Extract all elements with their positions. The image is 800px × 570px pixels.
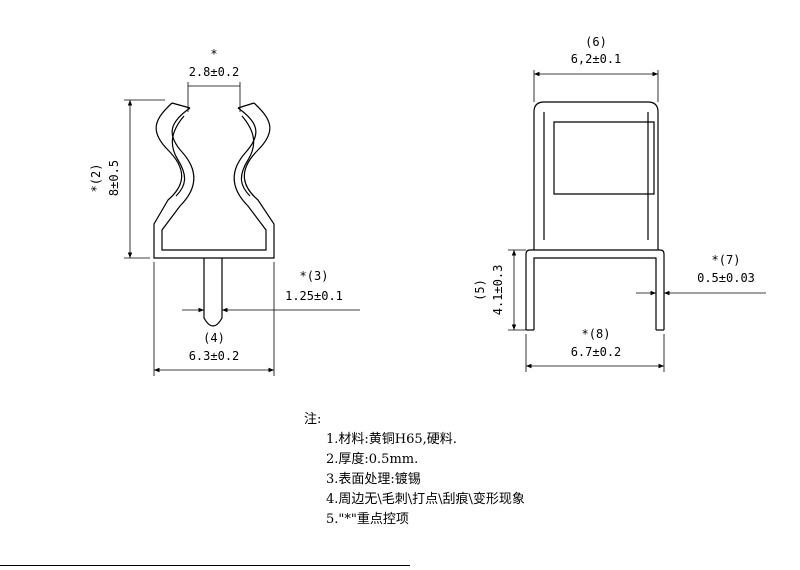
right-dim-bottom-label: *(8)	[582, 327, 611, 341]
clip-outer-outline	[153, 102, 275, 259]
left-dim-height	[124, 99, 165, 259]
left-dim-bottom-value: 6.3±0.2	[189, 349, 240, 363]
note-thickness: 2.厚度:0.5mm.	[326, 452, 419, 467]
note-material: 1.材料:黄铜H65,硬料.	[326, 432, 457, 447]
side-body-outer	[533, 101, 659, 250]
clip-pin	[203, 258, 223, 327]
right-dim-height	[508, 249, 526, 331]
left-dim-top-mark: *	[210, 47, 217, 61]
notes-title: 注:	[304, 412, 322, 427]
side-legs-outer	[525, 249, 665, 330]
note-key-items: 5."*"重点控项	[326, 512, 409, 527]
right-dim-top-value: 6,2±0.1	[571, 52, 622, 66]
right-view	[525, 101, 665, 331]
right-dim-top-label: (6)	[585, 35, 607, 49]
left-dim-pin-value: 1.25±0.1	[285, 289, 343, 303]
left-view	[153, 102, 275, 327]
right-dim-bottom-value: 6.7±0.2	[571, 345, 622, 359]
right-dim-height-value: 4.1±0.3	[491, 265, 505, 316]
note-surface-treatment: 3.表面处理:镀锡	[326, 472, 421, 487]
bottom-rule	[0, 565, 410, 566]
left-dim-height-value: 8±0.5	[107, 160, 121, 196]
side-legs-inner	[533, 257, 657, 330]
note-defects: 4.周边无\毛刺\打点\刮痕\变形现象	[326, 492, 525, 507]
right-dim-height-label: (5)	[473, 279, 487, 301]
left-dim-top-value: 2.8±0.2	[189, 65, 240, 79]
clip-inner-outline	[161, 107, 267, 251]
left-dim-top	[187, 82, 241, 112]
left-dim-bottom	[153, 262, 275, 376]
side-body-window	[553, 121, 655, 195]
notes-block: 注: 1.材料:黄铜H65,硬料. 2.厚度:0.5mm. 3.表面处理:镀锡 …	[298, 410, 525, 530]
left-dim-height-label: *(2)	[89, 164, 103, 193]
clip-left-strand	[171, 115, 186, 197]
right-dim-top	[533, 70, 659, 102]
right-dim-thickness-value: 0.5±0.03	[697, 271, 755, 285]
clip-right-strand	[240, 115, 255, 197]
right-dim-bottom	[525, 334, 665, 372]
left-dim-pin-label: *(3)	[300, 269, 329, 283]
right-dim-thickness-label: *(7)	[712, 253, 741, 267]
left-dim-bottom-label: (4)	[203, 331, 225, 345]
